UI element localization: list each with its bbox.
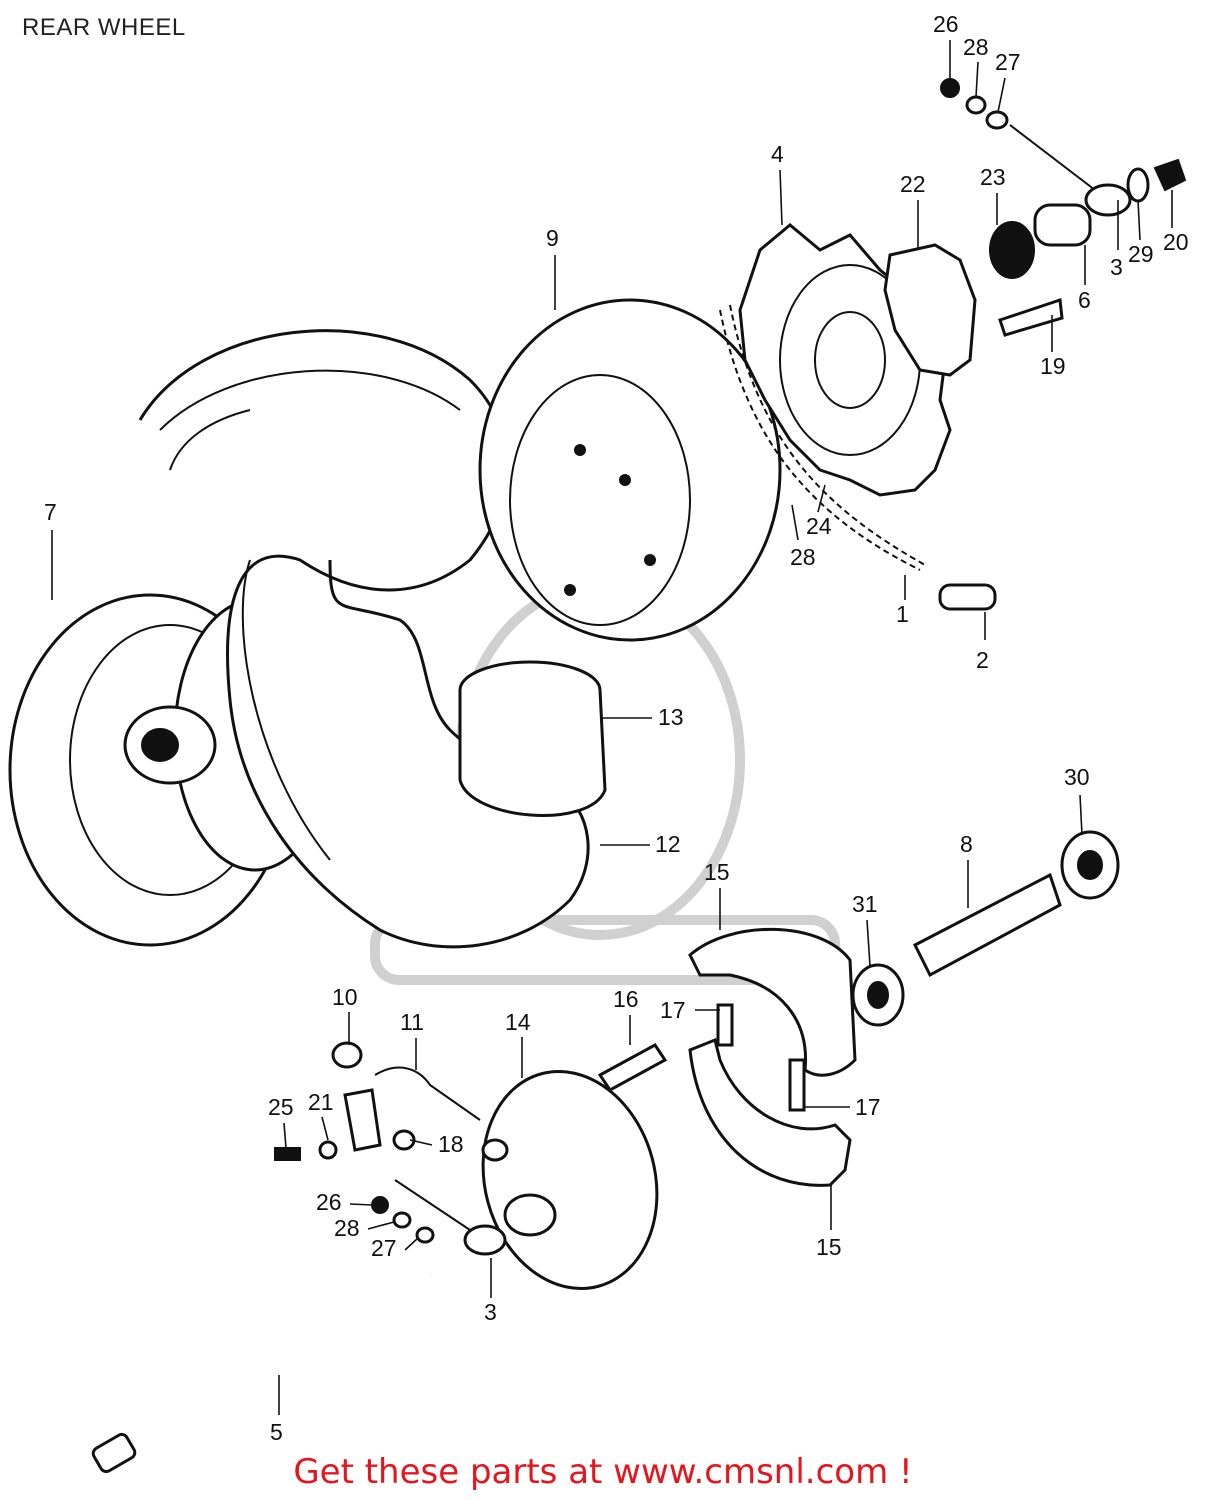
callout-28: 28 xyxy=(963,34,989,60)
tube xyxy=(458,660,607,817)
callout-17: 17 xyxy=(855,1094,881,1120)
callout-24: 24 xyxy=(806,513,832,539)
callout-1: 1 xyxy=(896,601,909,627)
callout-29: 29 xyxy=(1128,241,1154,267)
callouts: 1 2 3 3 4 5 6 7 8 9 10 11 12 13 14 15 15… xyxy=(44,11,1189,1445)
callout-26: 26 xyxy=(933,11,959,37)
callout-30: 30 xyxy=(1064,764,1090,790)
callout-21: 21 xyxy=(308,1089,334,1115)
callout-20: 20 xyxy=(1163,229,1189,255)
brake-panel xyxy=(481,1069,659,1291)
callout-27: 27 xyxy=(371,1235,397,1261)
callout-8: 8 xyxy=(960,831,973,857)
callout-13: 13 xyxy=(658,704,684,730)
footer-link[interactable]: Get these parts at www.cmsnl.com ! xyxy=(293,1452,913,1492)
callout-4: 4 xyxy=(771,141,784,167)
bearings-and-spacer xyxy=(851,830,1120,1027)
callout-28: 28 xyxy=(334,1215,360,1241)
callout-3: 3 xyxy=(484,1299,497,1325)
callout-17: 17 xyxy=(660,997,686,1023)
callout-16: 16 xyxy=(613,986,639,1012)
callout-23: 23 xyxy=(980,164,1006,190)
leader-lines xyxy=(51,40,1173,1415)
callout-9: 9 xyxy=(546,225,559,251)
callout-3: 3 xyxy=(1110,254,1123,280)
callout-15: 15 xyxy=(816,1234,842,1260)
callout-19: 19 xyxy=(1040,353,1066,379)
callout-6: 6 xyxy=(1078,287,1091,313)
callout-31: 31 xyxy=(852,891,878,917)
brake-cam xyxy=(597,1043,668,1092)
callout-10: 10 xyxy=(332,984,358,1010)
callout-25: 25 xyxy=(268,1094,294,1120)
brake-drum xyxy=(478,298,782,642)
brake-springs xyxy=(716,1003,806,1112)
callout-27: 27 xyxy=(995,49,1021,75)
callout-7: 7 xyxy=(44,499,57,525)
brake-shoe-lower xyxy=(688,1037,852,1187)
brake-arm-hardware xyxy=(274,1041,507,1256)
callout-28: 28 xyxy=(790,544,816,570)
callout-15: 15 xyxy=(704,859,730,885)
callout-26: 26 xyxy=(316,1189,342,1215)
callout-11: 11 xyxy=(400,1009,424,1035)
callout-14: 14 xyxy=(505,1009,531,1035)
callout-18: 18 xyxy=(438,1131,464,1157)
drive-chain xyxy=(719,304,926,571)
rear-axle xyxy=(91,1271,432,1474)
callout-12: 12 xyxy=(655,831,681,857)
axle-hardware-right xyxy=(940,78,1187,337)
callout-2: 2 xyxy=(976,647,989,673)
master-link xyxy=(938,583,997,611)
callout-22: 22 xyxy=(900,171,926,197)
page-title: REAR WHEEL xyxy=(22,14,186,41)
callout-5: 5 xyxy=(270,1419,283,1445)
sprocket-flange xyxy=(883,243,977,377)
brake-shoe-upper xyxy=(688,927,857,1077)
